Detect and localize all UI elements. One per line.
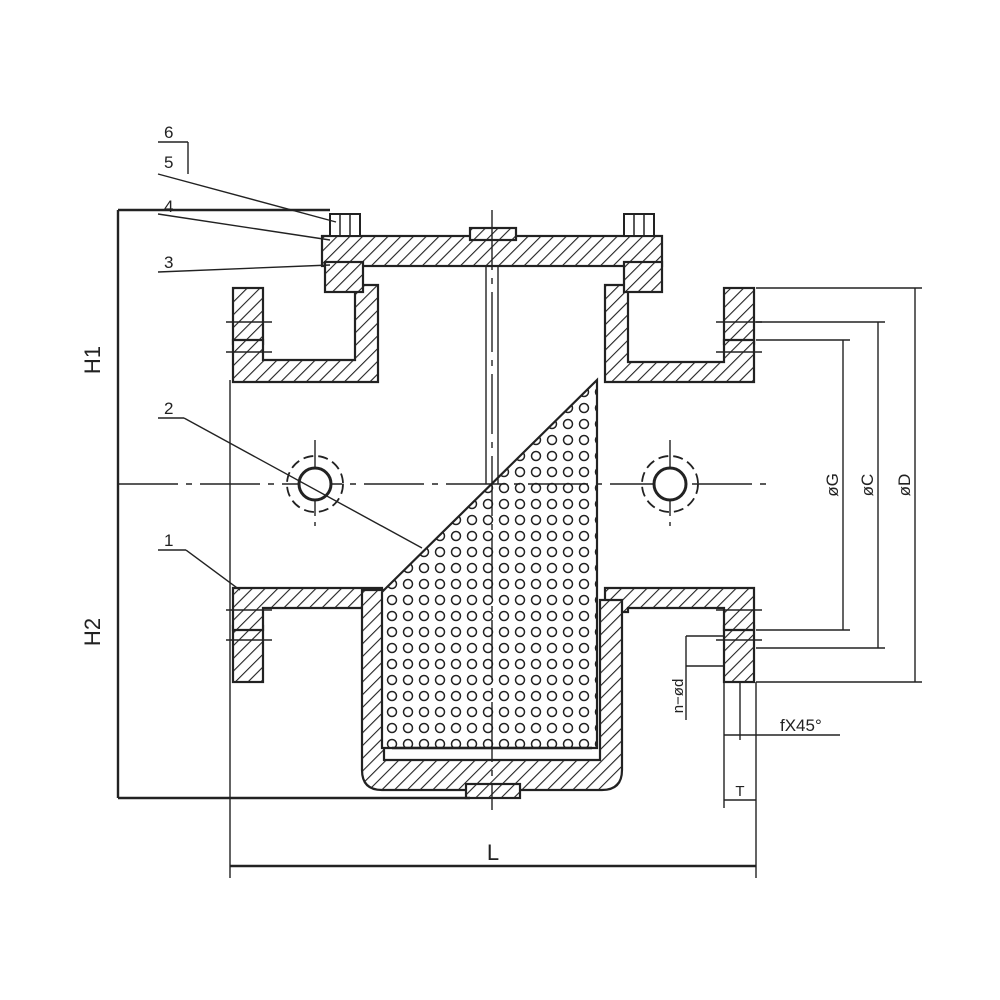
dim-thickness: T	[735, 783, 744, 800]
part-number-1: 1	[164, 531, 173, 550]
part-number-2: 2	[164, 399, 173, 418]
strainer-screen	[380, 266, 599, 750]
dim-diameter-c: øC	[858, 474, 877, 497]
cover-assembly	[320, 213, 664, 294]
part-number-4: 4	[164, 197, 173, 216]
dim-length: L	[487, 840, 499, 865]
dim-diameter-d: øD	[895, 474, 914, 497]
leader-lines	[157, 141, 423, 591]
gauge-boss-right	[641, 455, 699, 513]
dim-holes: n−ød	[670, 679, 687, 714]
gauge-boss-left	[286, 455, 344, 513]
part-number-3: 3	[164, 253, 173, 272]
dim-diameter-g: øG	[823, 473, 842, 497]
part-number-6: 6	[164, 123, 173, 142]
part-number-5: 5	[164, 153, 173, 172]
dim-chamfer: fX45°	[780, 716, 822, 735]
dim-h1: H1	[80, 346, 105, 374]
dim-h2: H2	[80, 618, 105, 646]
strainer-body	[231, 283, 756, 800]
flange-bolts	[226, 321, 762, 641]
dimension-lines	[116, 208, 922, 878]
